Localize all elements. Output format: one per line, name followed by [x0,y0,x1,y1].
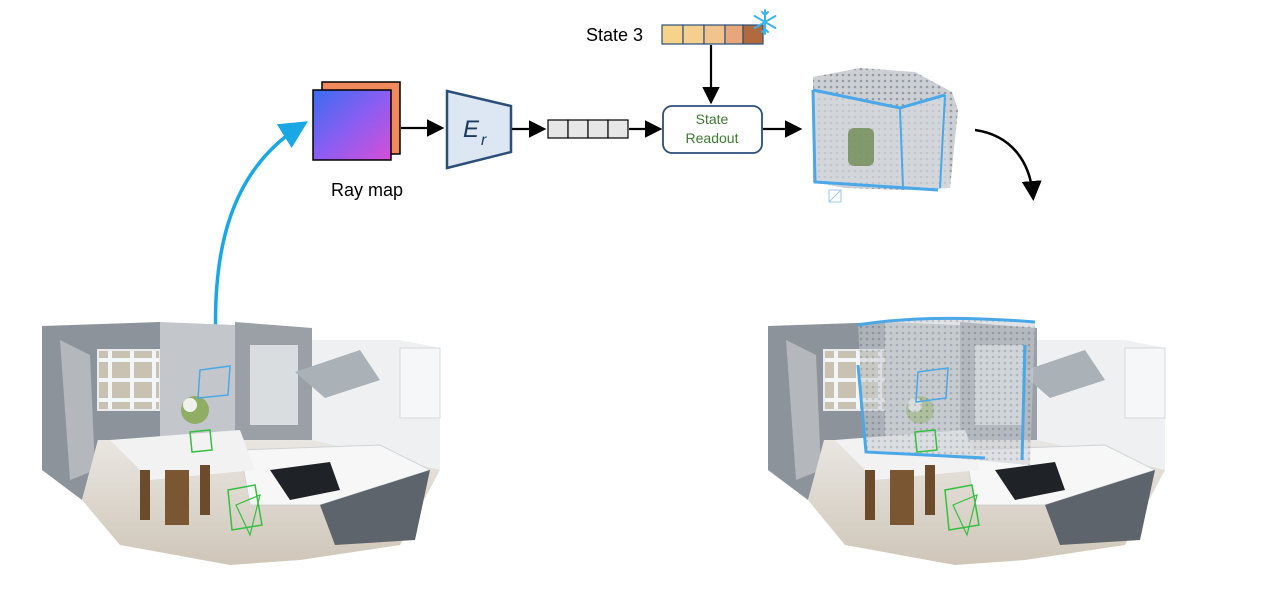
encoder-subscript: r [481,132,487,149]
predicted-pointmap-image [811,68,958,203]
encoder-block [445,89,513,170]
arrow-scene-to-raymap [213,121,308,346]
readout-label-line1: State [696,111,729,127]
readout-label-line2: Readout [686,130,739,146]
ray-token [547,119,629,139]
snowflake-icon [753,9,777,35]
ray-map-icon [312,81,401,161]
encoder-label: E [463,116,480,143]
state-vector [661,24,764,45]
updated-scene-image [768,316,1166,565]
state-readout-box [662,105,763,154]
input-scene-image [42,322,441,565]
state-label: State 3 [586,25,643,45]
arrow-to-updated-scene [974,128,1042,201]
ray-map-label: Ray map [331,180,403,200]
